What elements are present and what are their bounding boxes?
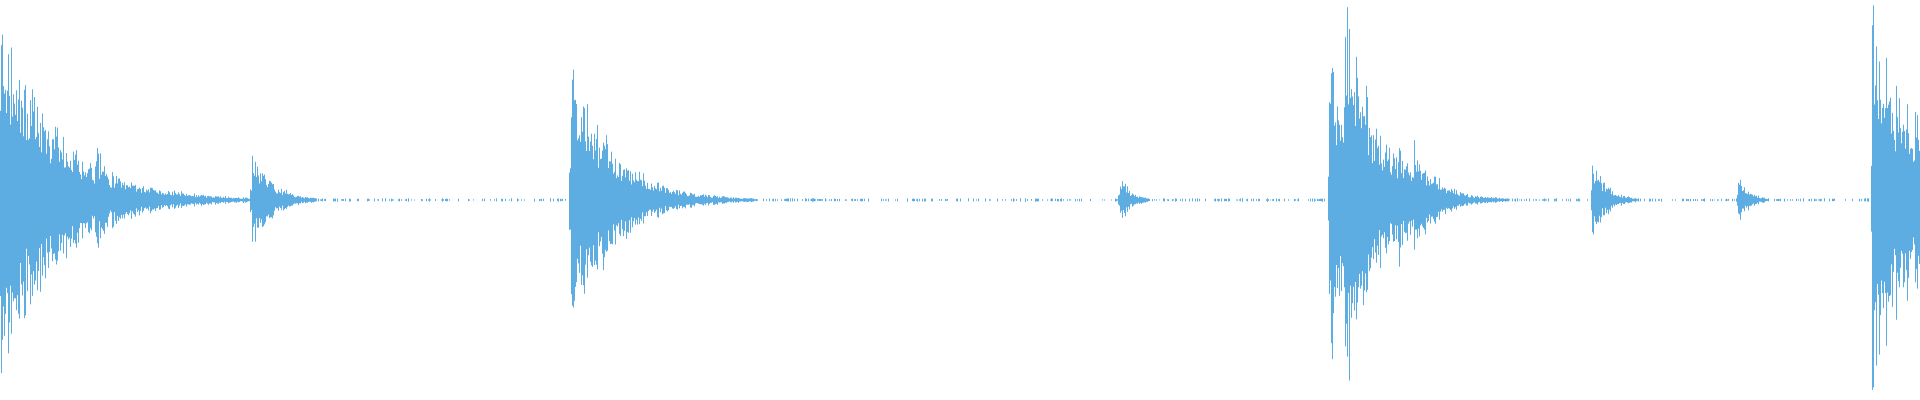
waveform-samples — [0, 5, 1920, 390]
waveform-path — [0, 5, 1920, 390]
